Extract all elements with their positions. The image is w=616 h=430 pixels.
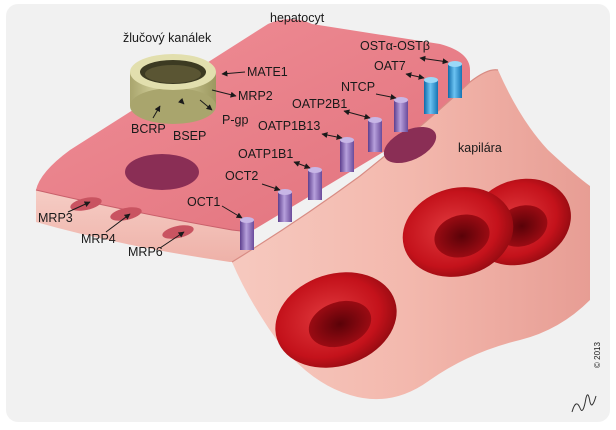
transporter-oct2 (278, 189, 292, 222)
label-bsep: BSEP (173, 129, 206, 143)
red-blood-cell (275, 272, 397, 368)
artist-signature (571, 394, 597, 413)
copyright-note: © 2013 (593, 342, 602, 368)
arrows (67, 55, 449, 249)
label-ntcp: NTCP (341, 80, 375, 94)
red-blood-cell (402, 187, 514, 277)
transporter-ntcp (394, 97, 408, 132)
label-pgp: P-gp (222, 113, 248, 127)
transporter-oatp2b1 (368, 117, 382, 152)
label-oct2: OCT2 (225, 169, 258, 183)
hepatocyte-cell (35, 19, 470, 262)
label-capillary: kapilára (458, 141, 502, 155)
label-mrp2: MRP2 (238, 89, 273, 103)
label-oat7: OAT7 (374, 59, 406, 73)
capillary (231, 69, 590, 400)
label-bile-canaliculus: žlučový kanálek (123, 31, 212, 45)
label-mate1: MATE1 (247, 65, 288, 79)
transporter-ost-alpha-beta (448, 61, 462, 98)
hepatocyte-nucleus (125, 154, 199, 190)
transporter-oatp1b1 (308, 167, 322, 200)
label-mrp6: MRP6 (128, 245, 163, 259)
label-mrp3: MRP3 (38, 211, 73, 225)
label-oct1: OCT1 (187, 195, 220, 209)
label-oatp1b1: OATP1B1 (238, 147, 293, 161)
label-oatp1b13: OATP1B13 (258, 119, 320, 133)
bile-canaliculus (130, 54, 216, 124)
label-oatp2b1: OATP2B1 (292, 97, 347, 111)
label-bcrp: BCRP (131, 122, 166, 136)
transporter-oct1 (240, 217, 254, 250)
label-ost-alpha-beta: OSTα-OSTβ (360, 39, 430, 53)
capillary-nucleus (383, 126, 437, 164)
label-hepatocyte: hepatocyt (270, 11, 325, 25)
label-mrp4: MRP4 (81, 232, 116, 246)
transporter-oat7 (424, 77, 438, 114)
transporter-oatp1b13 (340, 137, 354, 172)
